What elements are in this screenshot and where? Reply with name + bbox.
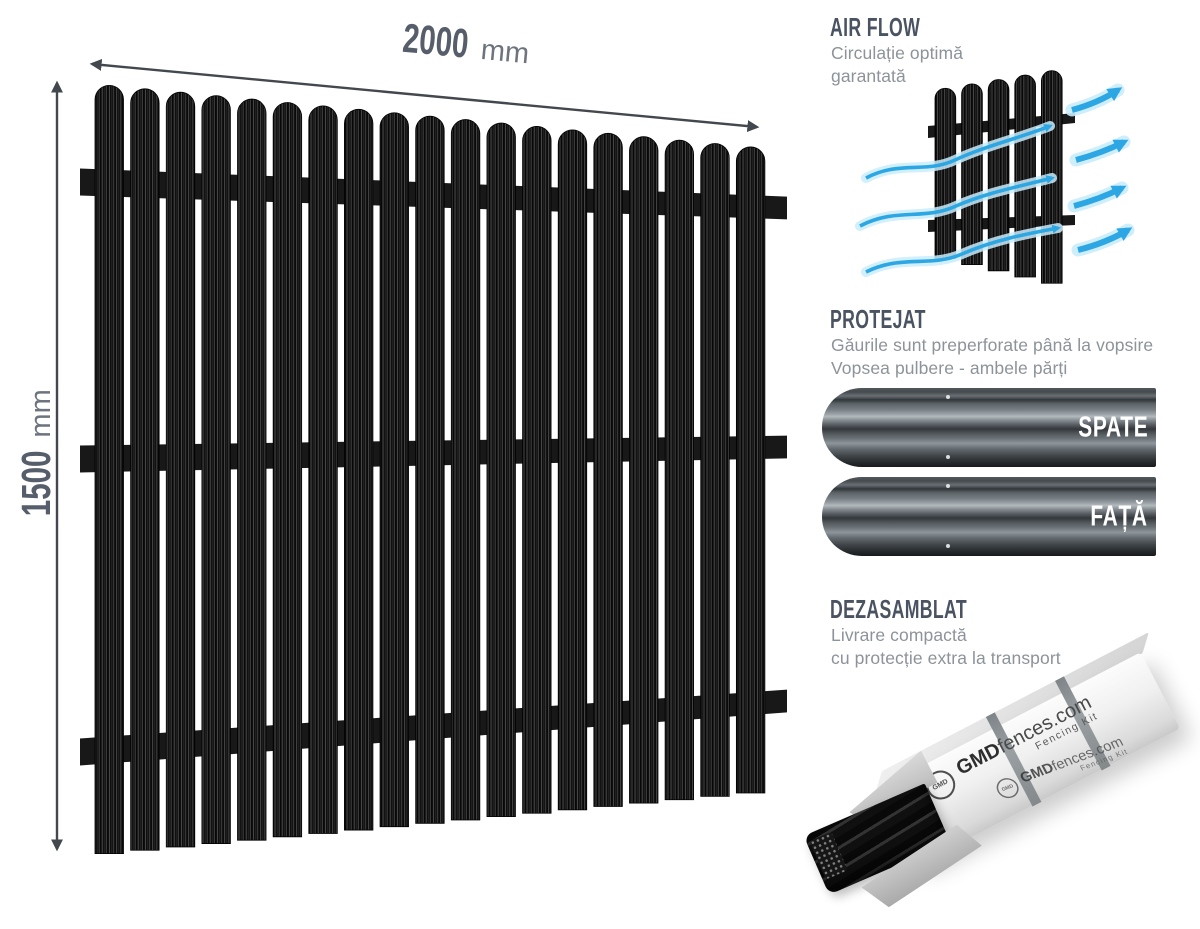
fence-panel-pickets: [94, 85, 766, 855]
width-unit: mm: [479, 34, 531, 71]
height-value: 1500: [13, 450, 59, 517]
protejat-text-line2: Vopsea pulbere - ambele părți: [831, 358, 1068, 378]
dezasamblat-text-line2: cu protecție extra la transport: [831, 648, 1061, 668]
section-title-protejat: PROTEJAT: [830, 304, 926, 334]
dezasamblat-text-line1: Livrare compactă: [831, 625, 967, 645]
section-text-airflow: Circulație optimă garantată: [831, 42, 963, 88]
slat-front-label: FAȚĂ: [1090, 500, 1148, 532]
section-title-airflow: AIR FLOW: [830, 12, 921, 42]
protejat-text-line1: Găurile sunt preperforate până la vopsir…: [831, 335, 1154, 355]
width-value: 2000: [401, 14, 471, 67]
slat-photo-back: SPATE: [822, 388, 1156, 467]
slat-back-label: SPATE: [1077, 411, 1148, 443]
package-photo: GMD GMDfences.com Fencing Kit GMD GMDfen…: [803, 632, 1200, 900]
airflow-text-line2: garantată: [831, 66, 906, 86]
section-text-protejat: Găurile sunt preperforate până la vopsir…: [831, 334, 1153, 380]
section-text-dezasamblat: Livrare compactă cu protecție extra la t…: [831, 624, 1061, 670]
airflow-exit-arrows: [1065, 83, 1135, 257]
slat-photo-front: FAȚĂ: [822, 477, 1156, 556]
diagram-graphics: [51, 58, 1135, 855]
height-unit: mm: [25, 389, 57, 438]
width-arrow: [89, 58, 760, 133]
package-box: GMD GMDfences.com Fencing Kit GMD GMDfen…: [803, 632, 1181, 866]
height-dimension-label: 1500 mm: [13, 359, 59, 559]
airflow-streams: [855, 121, 1063, 277]
section-title-dezasamblat: DEZASAMBLAT: [830, 594, 967, 624]
airflow-text-line1: Circulație optimă: [831, 43, 964, 63]
